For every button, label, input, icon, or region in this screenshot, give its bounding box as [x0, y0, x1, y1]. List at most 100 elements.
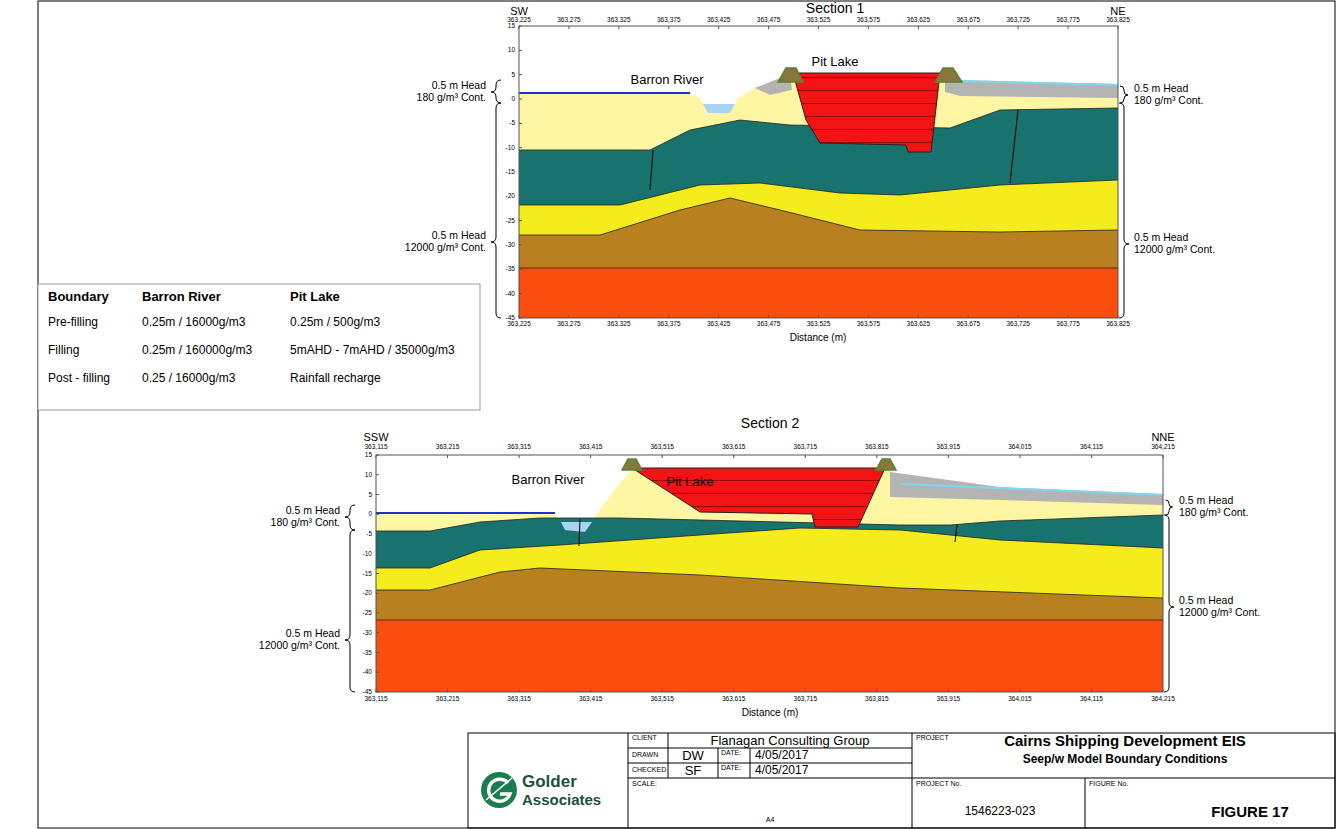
text-label: 363,825 [1106, 16, 1130, 23]
axis-tick [447, 689, 448, 692]
axis-tick [376, 593, 379, 594]
text-label: SSW [363, 431, 388, 443]
text-label: 363,215 [436, 443, 460, 450]
axis-tick [768, 315, 769, 318]
text-label: 364,215 [1151, 695, 1175, 702]
text-label: -35 [506, 266, 515, 273]
text-label: 363,325 [607, 16, 631, 23]
text-label: Section 2 [741, 416, 799, 431]
axis-tick [1091, 455, 1092, 458]
axis-tick [376, 652, 379, 653]
text-label: DW [682, 749, 704, 763]
text-label: 363,415 [579, 695, 603, 702]
boundary-bracket [1164, 515, 1174, 692]
text-label: -30 [506, 241, 515, 248]
text-label: 363,115 [364, 695, 387, 702]
boundary-bracket [1120, 86, 1128, 103]
axis-tick [1019, 689, 1020, 692]
text-label: 363,475 [757, 16, 781, 23]
axis-tick [376, 672, 379, 673]
boundary-bracket [491, 80, 501, 103]
text-label: 363,775 [1056, 320, 1080, 327]
axis-tick [568, 315, 569, 318]
text-label: 0.25m / 160000g/m3 [142, 344, 252, 357]
text-label: SF [685, 764, 702, 778]
text-label: 10 [508, 47, 515, 54]
text-label: Section 1 [806, 1, 864, 16]
text-label: 10 [365, 471, 372, 478]
text-label: 0.25m / 16000g/m3 [142, 316, 245, 329]
text-label: Seep/w Model Boundary Conditions [1023, 753, 1228, 766]
text-label: Distance (m) [790, 332, 847, 343]
text-label: -20 [506, 193, 515, 200]
axis-tick [519, 123, 522, 124]
axis-tick [519, 455, 520, 458]
text-label: -30 [363, 629, 372, 636]
text-label: 180 g/m³ Cont. [271, 517, 340, 529]
text-label: 363,825 [1106, 320, 1130, 327]
text-label: 363,325 [607, 320, 631, 327]
axis-tick [376, 692, 379, 693]
text-label: 363,915 [937, 695, 961, 702]
axis-tick [662, 689, 663, 692]
boundary-bracket [1166, 500, 1173, 515]
axis-tick [590, 455, 591, 458]
text-label: 363,625 [907, 320, 931, 327]
text-label: Post - filling [48, 372, 110, 385]
axis-tick [376, 553, 379, 554]
axis-tick [376, 573, 379, 574]
text-label: PROJECT No. [916, 780, 961, 788]
axis-tick [876, 455, 877, 458]
text-label: 363,815 [865, 443, 889, 450]
text-label: 363,915 [937, 443, 961, 450]
axis-tick [618, 315, 619, 318]
axis-tick [662, 455, 663, 458]
text-label: 363,615 [722, 443, 746, 450]
text-label: A4 [766, 816, 775, 824]
boundary-bracket [1119, 103, 1129, 318]
text-label: NE [1110, 5, 1125, 17]
axis-tick [376, 455, 379, 456]
text-label: Pit Lake [290, 290, 340, 304]
text-label: 12000 g/m³ Cont. [1134, 244, 1215, 256]
text-label: 363,575 [857, 16, 881, 23]
text-label: 363,775 [1056, 16, 1080, 23]
axis-tick [733, 689, 734, 692]
axis-tick [376, 632, 379, 633]
text-label: 363,615 [722, 695, 746, 702]
text-label: -40 [363, 669, 372, 676]
text-label: 0.5 m Head [1179, 495, 1233, 507]
text-label: 12000 g/m³ Cont. [1179, 607, 1260, 619]
text-label: 0.25 / 16000g/m3 [142, 372, 235, 385]
axis-tick [519, 172, 522, 173]
text-label: -25 [506, 217, 515, 224]
text-label: 4/05/2017 [755, 764, 808, 777]
text-label: -10 [363, 550, 372, 557]
company-logo [481, 772, 517, 808]
text-label: 5mAHD - 7mAHD / 35000g/m3 [290, 344, 455, 357]
text-label: DATE: [721, 764, 741, 772]
axis-tick [519, 26, 522, 27]
text-label: 0.5 m Head [286, 505, 340, 517]
axis-tick [805, 689, 806, 692]
axis-tick [1068, 315, 1069, 318]
axis-tick [876, 689, 877, 692]
text-label: 0 [511, 95, 515, 102]
text-label: 363,375 [657, 320, 681, 327]
axis-tick [447, 455, 448, 458]
text-label: Boundary [48, 290, 109, 304]
axis-tick [1118, 26, 1119, 29]
axis-tick [668, 315, 669, 318]
text-label: 5 [368, 491, 372, 498]
boundary-bracket [491, 103, 501, 318]
text-label: -45 [363, 688, 372, 695]
text-label: 363,625 [907, 16, 931, 23]
text-label: NNE [1151, 431, 1174, 443]
axis-tick [1018, 26, 1019, 29]
text-label: 363,315 [507, 443, 531, 450]
text-label: 0.5 m Head [1134, 232, 1188, 244]
axis-tick [376, 534, 379, 535]
text-label: SCALE: [632, 780, 657, 788]
text-label: 5 [511, 71, 515, 78]
